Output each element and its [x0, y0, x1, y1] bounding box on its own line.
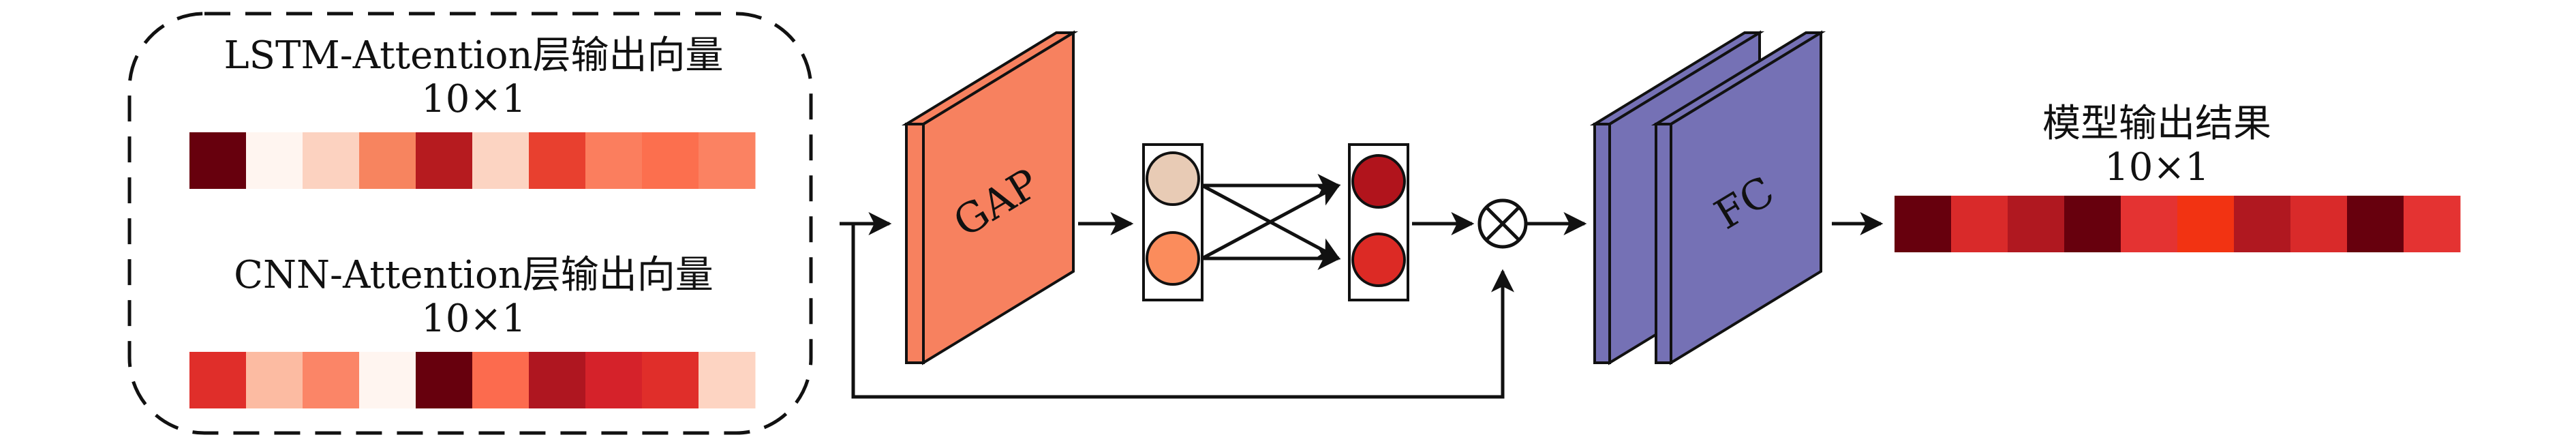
- output-vector-cell-5: [2121, 196, 2178, 252]
- multiply-operator: [1477, 198, 1528, 249]
- cnn-vector-cell-10: [699, 352, 756, 408]
- gap-side-face: [905, 123, 925, 364]
- output-vector-cell-3: [2008, 196, 2065, 252]
- fc-block: FC: [1651, 30, 1826, 365]
- node-2-bottom: [1351, 233, 1406, 287]
- output-vector-cell-10: [2404, 196, 2461, 252]
- lstm-vector-cell-5: [416, 132, 473, 189]
- lstm-vector-cell-8: [585, 132, 643, 189]
- lstm-vector-cell-4: [359, 132, 416, 189]
- cnn-vector-cell-8: [585, 352, 643, 408]
- lstm-vector-label: LSTM-Attention层输出向量: [224, 33, 723, 78]
- lstm-vector-cell-2: [246, 132, 303, 189]
- lstm-vector-cell-3: [303, 132, 360, 189]
- lstm-vector-cell-1: [189, 132, 247, 189]
- cnn-vector-cell-6: [472, 352, 530, 408]
- node-column-1: [1142, 143, 1203, 301]
- output-vector-cell-1: [1895, 196, 1952, 252]
- node-1-top: [1146, 151, 1200, 206]
- lstm-vector-dim: 10×1: [421, 77, 526, 121]
- lstm-vector-cell-9: [642, 132, 699, 189]
- cnn-vector-cell-5: [416, 352, 473, 408]
- gap-block: GAP: [901, 30, 1079, 365]
- gap-front-face: [922, 30, 1075, 365]
- node-2-top: [1351, 154, 1406, 209]
- output-dim: 10×1: [2104, 145, 2209, 190]
- node-1-bottom: [1146, 231, 1200, 286]
- lstm-vector-bar: [189, 132, 756, 189]
- lstm-vector-cell-7: [529, 132, 586, 189]
- cnn-vector-cell-7: [529, 352, 586, 408]
- cnn-vector-cell-3: [303, 352, 360, 408]
- lstm-vector-cell-6: [472, 132, 530, 189]
- output-vector-cell-8: [2290, 196, 2348, 252]
- output-vector-cell-6: [2177, 196, 2235, 252]
- lstm-vector-cell-10: [699, 132, 756, 189]
- cnn-vector-cell-4: [359, 352, 416, 408]
- edge-bottom-top: [1201, 183, 1340, 260]
- cnn-vector-label: CNN-Attention层输出向量: [234, 253, 714, 297]
- cnn-vector-cell-2: [246, 352, 303, 408]
- output-vector-cell-9: [2347, 196, 2404, 252]
- skip-connection-arrow: [851, 224, 1514, 399]
- input-group-dashed-box: [127, 12, 813, 435]
- cnn-vector-cell-1: [189, 352, 247, 408]
- output-vector-cell-7: [2234, 196, 2291, 252]
- output-vector-cell-4: [2064, 196, 2121, 252]
- output-vector-cell-2: [1951, 196, 2008, 252]
- cnn-vector-cell-9: [642, 352, 699, 408]
- output-label: 模型输出结果: [2042, 102, 2271, 146]
- node-column-2: [1348, 143, 1409, 301]
- output-vector-bar: [1895, 196, 2461, 252]
- cnn-vector-bar: [189, 352, 756, 408]
- cnn-vector-dim: 10×1: [421, 297, 526, 341]
